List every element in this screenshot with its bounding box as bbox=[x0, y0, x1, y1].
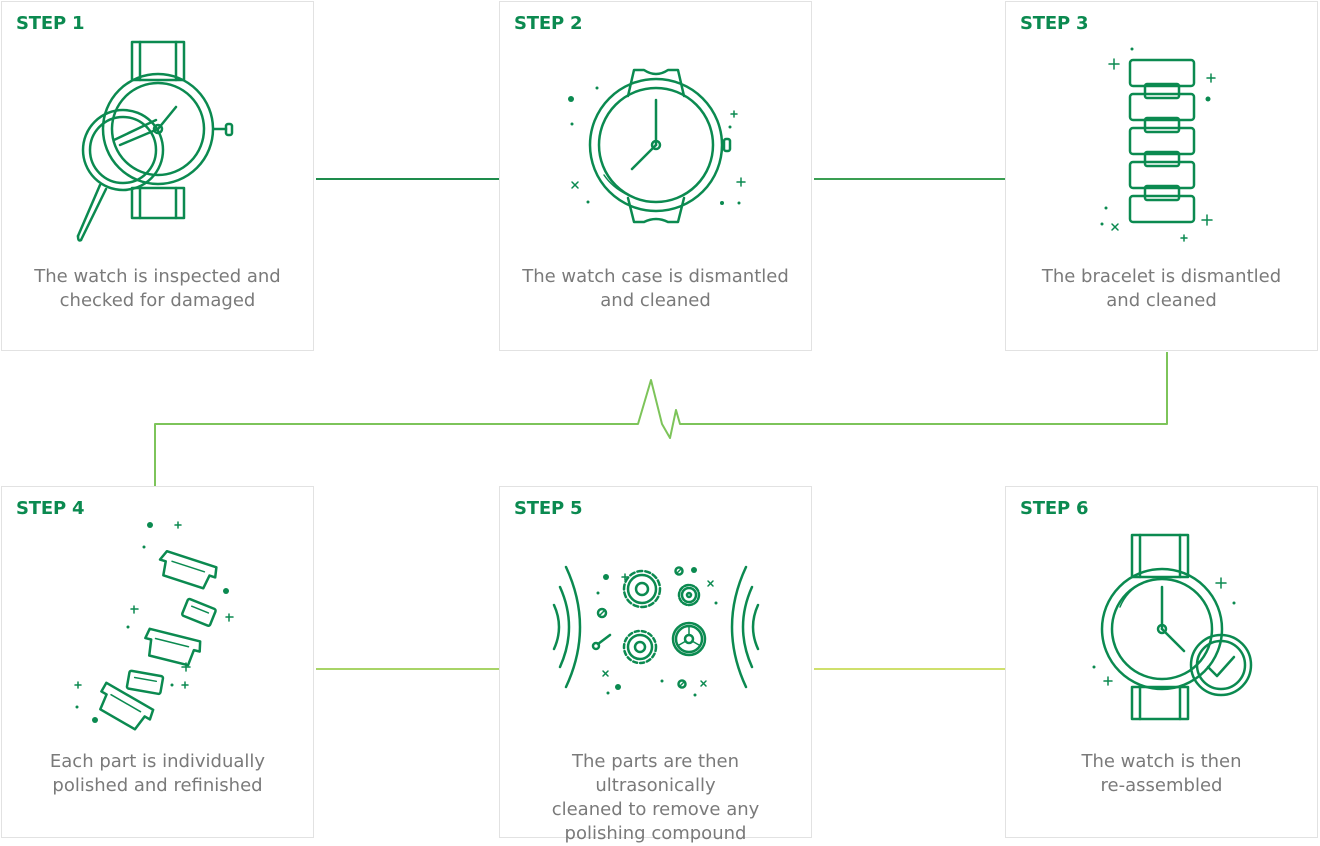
step-5-description: The parts are then ultrasonically cleane… bbox=[551, 751, 760, 844]
watch-check-icon bbox=[1092, 533, 1253, 721]
step-2-description: The watch case is dismantled and cleaned bbox=[522, 266, 789, 311]
step-2-label: STEP 2 bbox=[514, 13, 583, 34]
step-2-card: STEP 2 The watch case is dismantled and … bbox=[499, 1, 812, 351]
step-5-card: STEP 5 bbox=[499, 486, 812, 844]
ultrasonic-gears-icon bbox=[552, 565, 760, 697]
step-5-label: STEP 5 bbox=[514, 498, 583, 519]
step-1-description: The watch is inspected and checked for d… bbox=[34, 266, 281, 311]
watch-magnifier-icon bbox=[76, 40, 234, 242]
connector-3-4-pulse bbox=[154, 352, 1168, 486]
step-4-description: Each part is individually polished and r… bbox=[49, 751, 266, 796]
step-1-card: STEP 1 The watch is inspected and checke… bbox=[1, 1, 314, 351]
step-4-card: STEP 4 bbox=[1, 486, 314, 838]
step-6-card: STEP 6 The watch is then re-assembled bbox=[1005, 486, 1318, 838]
bracelet-icon bbox=[1100, 47, 1216, 242]
polished-links-icon bbox=[74, 521, 234, 731]
step-3-card: STEP 3 The bracelet is dismantled and cl… bbox=[1005, 1, 1318, 351]
step-1-label: STEP 1 bbox=[16, 13, 85, 34]
watch-case-icon bbox=[568, 68, 746, 224]
step-6-description: The watch is then re-assembled bbox=[1081, 751, 1242, 796]
step-3-description: The bracelet is dismantled and cleaned bbox=[1041, 266, 1282, 311]
step-6-label: STEP 6 bbox=[1020, 498, 1089, 519]
step-3-label: STEP 3 bbox=[1020, 13, 1089, 34]
step-4-label: STEP 4 bbox=[16, 498, 85, 519]
